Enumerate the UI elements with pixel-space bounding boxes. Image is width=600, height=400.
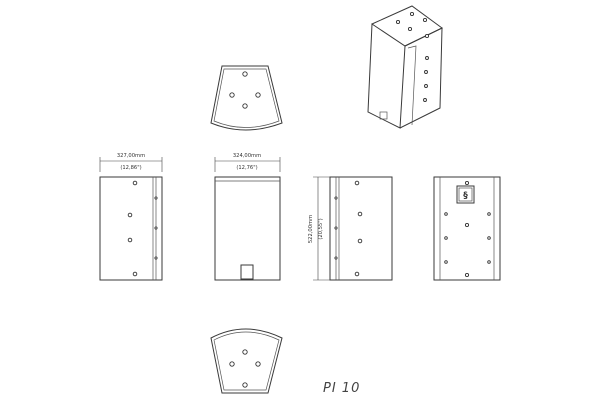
model-label: PI 10	[323, 381, 360, 396]
height-in: (20,55")	[318, 218, 324, 239]
side-width-in: (12,86")	[120, 165, 141, 171]
side-width-mm: 327,00mm	[117, 153, 145, 159]
top-view	[210, 65, 283, 131]
side-view: 327,00mm (12,86")	[99, 153, 163, 281]
rear-view: §	[433, 176, 501, 281]
front-width-mm: 324,00mm	[233, 153, 261, 159]
connector-plate-icon: §	[463, 191, 468, 201]
side-view-dimensioned: 522,00mm (20,55")	[308, 176, 393, 281]
height-mm: 522,00mm	[308, 215, 314, 243]
bottom-view	[210, 328, 283, 394]
front-width-in: (12,76")	[236, 165, 257, 171]
isometric-view	[367, 5, 443, 129]
front-view: 324,00mm (12,76")	[214, 153, 281, 281]
